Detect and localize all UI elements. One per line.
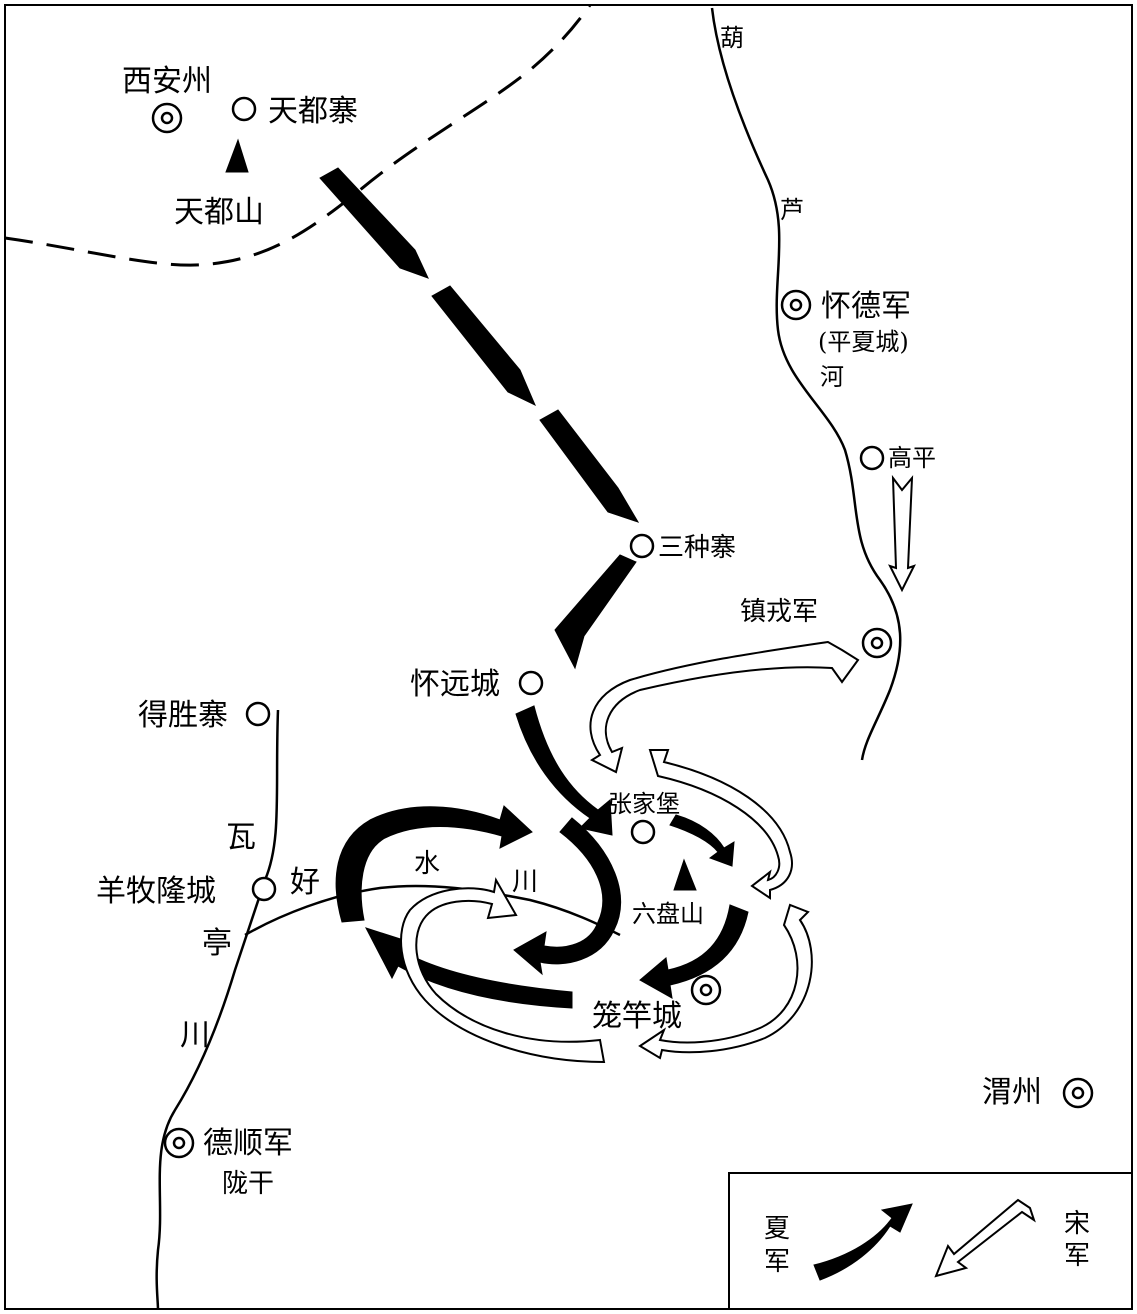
- label-xianzhou: 西安州: [122, 64, 212, 99]
- song-arrow-east-loop: [648, 749, 793, 900]
- label-sanzhong: 三种寨: [658, 533, 736, 563]
- place-symbols: [151, 96, 1094, 1159]
- zhangjia-symbol: [630, 819, 656, 845]
- xia-army-arrows: [225, 138, 749, 1009]
- sanzhong-symbol: [629, 533, 655, 559]
- label-hulu-2: 芦: [780, 196, 804, 224]
- legend-xia-char-1: 夏: [764, 1214, 790, 1244]
- label-wahaoting-2: 好: [290, 865, 320, 900]
- label-wahaoting-3: 亭: [202, 926, 232, 961]
- label-longgan-cheng: 笼竿城: [592, 999, 682, 1034]
- yangmulong-symbol: [251, 876, 277, 902]
- xia-arrow-east: [669, 814, 735, 867]
- shui-river: [244, 884, 621, 937]
- label-huaide-jun: 怀德军: [821, 289, 911, 324]
- label-hulu-1: 葫: [720, 24, 744, 52]
- label-wahaoting-4: 川: [180, 1018, 210, 1053]
- xia-arrow-longgan: [639, 904, 749, 999]
- tiandu-mountain-symbol: [225, 138, 249, 173]
- tiandu-zhai-symbol: [231, 96, 257, 122]
- label-gaoping: 高平: [888, 444, 936, 472]
- song-arrow-gaoping: [888, 474, 916, 593]
- xia-march-seg-3: [539, 409, 640, 523]
- wahaoting-river: [155, 709, 280, 1311]
- legend: 夏 军 宋 军: [728, 1172, 1133, 1310]
- label-liupan: 六盘山: [632, 900, 704, 928]
- map-frame: [4, 4, 1133, 1310]
- label-zhenrong: 镇戎军: [740, 597, 818, 627]
- xia-loop-east: [513, 817, 622, 976]
- weizhou-symbol: [1062, 1077, 1094, 1109]
- xia-march-seg-4: [554, 554, 637, 670]
- liupan-mountain-symbol: [673, 858, 697, 891]
- label-weizhou: 渭州: [982, 1075, 1042, 1110]
- label-yangmulong: 羊牧隆城: [96, 874, 216, 909]
- label-wahaoting-1: 瓦: [226, 820, 256, 855]
- label-tiandu-zhai: 天都寨: [268, 94, 358, 129]
- label-huaiyuan: 怀远城: [410, 667, 500, 702]
- label-deshun: 德顺军: [203, 1126, 293, 1161]
- xianzhou-symbol: [151, 102, 183, 134]
- xia-march-seg-5: [515, 705, 613, 836]
- song-arrow-zhenrong: [589, 640, 860, 774]
- label-shui-2: 川: [512, 867, 538, 897]
- gaoping-symbol: [859, 445, 885, 471]
- label-shui-1: 水: [414, 849, 440, 879]
- legend-xia-char-2: 军: [764, 1247, 790, 1277]
- legend-song-char-1: 宋: [1064, 1209, 1090, 1239]
- huaide-symbol: [780, 289, 812, 321]
- label-zhangjia: 张家堡: [608, 790, 680, 818]
- xia-loop-top: [335, 805, 533, 923]
- label-desheng: 得胜寨: [138, 698, 228, 733]
- hulu-river: [710, 7, 902, 761]
- label-hulu-3: 河: [820, 363, 844, 391]
- song-arrow-outer: [638, 903, 813, 1060]
- desheng-symbol: [245, 701, 271, 727]
- xia-loop-bottom: [364, 927, 573, 1009]
- deshun-symbol: [163, 1127, 195, 1159]
- song-army-arrows: [400, 474, 916, 1064]
- legend-song-char-2: 军: [1064, 1241, 1090, 1271]
- label-longgan: 陇干: [222, 1169, 274, 1199]
- label-pingxia-cheng: (平夏城): [818, 328, 909, 356]
- longgan-cheng-symbol: [690, 974, 722, 1006]
- label-tiandu-shan: 天都山: [174, 195, 264, 230]
- song-arrow-west-loop: [400, 877, 606, 1064]
- xia-march-seg-2: [431, 285, 536, 407]
- zhenrong-symbol: [861, 627, 893, 659]
- huaiyuan-symbol: [518, 670, 544, 696]
- xia-march-seg-1: [319, 167, 429, 279]
- legend-xia-arrow: [813, 1203, 913, 1281]
- legend-box: [728, 1172, 1133, 1310]
- legend-song-arrow: [934, 1198, 1036, 1278]
